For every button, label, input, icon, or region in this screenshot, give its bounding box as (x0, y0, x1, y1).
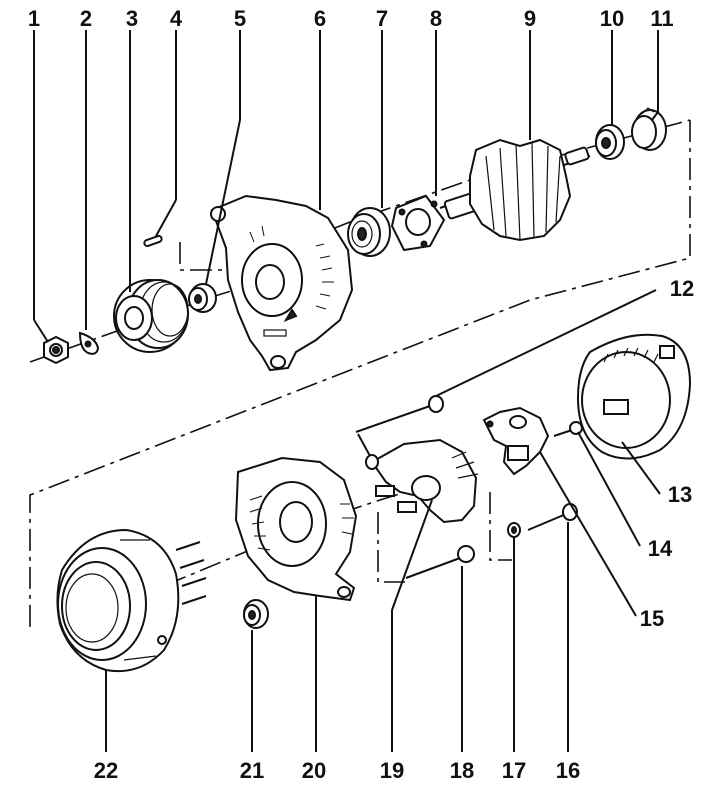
callout-15: 15 (640, 606, 664, 631)
callout-13: 13 (668, 482, 692, 507)
part-stator (56, 528, 207, 673)
callout-8: 8 (430, 6, 442, 31)
callout-1: 1 (28, 6, 40, 31)
callout-12: 12 (670, 276, 694, 301)
callout-10: 10 (600, 6, 624, 31)
part-through-bolt (355, 395, 444, 433)
part-front-bearing (347, 207, 391, 257)
part-retainer-plate (390, 194, 446, 252)
part-key-pin (143, 234, 163, 248)
callout-6: 6 (314, 6, 326, 31)
part-regulator-bracket (482, 406, 550, 476)
part-screw-18 (405, 545, 475, 579)
part-small-screw (553, 421, 583, 437)
part-nut (43, 335, 69, 365)
part-slip-ring-end-bracket (234, 456, 358, 602)
part-rectifier-plate (357, 433, 479, 524)
callout-22: 22 (94, 758, 118, 783)
callout-3: 3 (126, 6, 138, 31)
callout-18: 18 (450, 758, 474, 783)
part-bearing-sleeve (631, 107, 667, 151)
part-rear-bearing (595, 124, 625, 160)
part-rear-cover (576, 333, 692, 460)
leader-lines (33, 30, 661, 752)
callout-2: 2 (80, 6, 92, 31)
callout-21: 21 (240, 758, 264, 783)
callout-19: 19 (380, 758, 404, 783)
callout-11: 11 (650, 6, 673, 31)
callout-numbers: 1 2 3 4 5 6 7 8 9 10 11 12 13 14 15 16 1… (28, 6, 694, 783)
part-drive-end-bracket (210, 194, 354, 372)
part-bushing (243, 599, 269, 629)
callout-17: 17 (502, 758, 526, 783)
callout-16: 16 (556, 758, 580, 783)
callout-20: 20 (302, 758, 326, 783)
part-washer (78, 331, 100, 355)
part-spacer (188, 283, 217, 313)
callout-4: 4 (170, 6, 183, 31)
callout-9: 9 (524, 6, 536, 31)
part-pulley (113, 279, 189, 353)
callout-7: 7 (376, 6, 388, 31)
callout-5: 5 (234, 6, 246, 31)
part-rotor (439, 138, 591, 242)
part-washer-17 (507, 522, 521, 538)
callout-14: 14 (648, 536, 673, 561)
part-screw-16 (527, 503, 578, 531)
